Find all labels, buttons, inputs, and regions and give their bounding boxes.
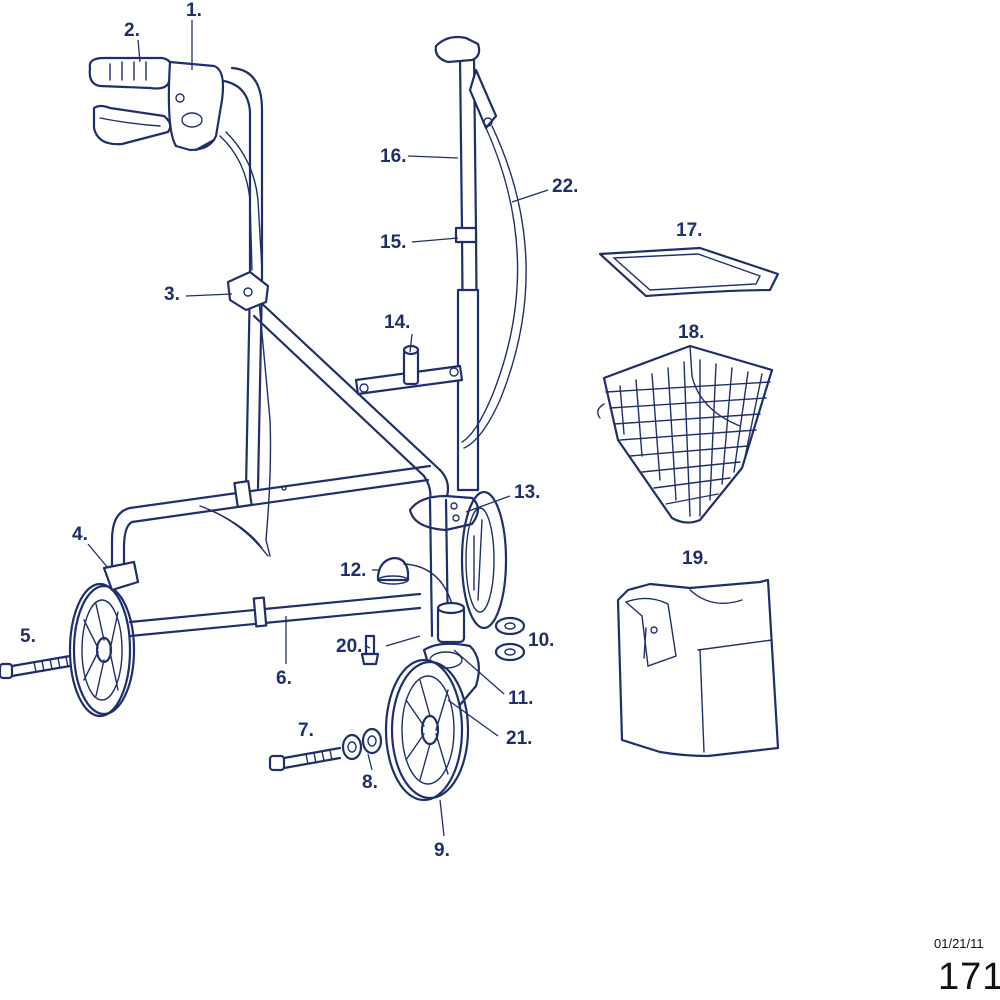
tray-part: [598, 246, 780, 298]
front-axle-bolt: [268, 727, 383, 772]
label-part-19: 19.: [682, 548, 708, 569]
label-part-9: 9.: [434, 840, 450, 861]
label-part-21: 21.: [506, 728, 532, 749]
label-part-18: 18.: [678, 322, 704, 343]
label-part-4: 4.: [72, 524, 88, 545]
cap-part: [376, 556, 453, 605]
label-part-22: 22.: [552, 176, 578, 197]
front-post: [434, 35, 498, 492]
front-right-wheel: [460, 490, 508, 630]
bearings: [494, 616, 526, 662]
label-part-17: 17.: [676, 220, 702, 241]
label-part-6: 6.: [276, 668, 292, 689]
bag-part: [616, 578, 780, 758]
label-part-20: 20.: [336, 636, 362, 657]
basket-part: [597, 344, 774, 524]
label-part-2: 2.: [124, 20, 140, 41]
label-part-12: 12.: [340, 560, 366, 581]
clamp-part: [226, 270, 270, 312]
label-part-3: 3.: [164, 284, 180, 305]
rear-wheel: [68, 560, 140, 718]
page-number: 171: [938, 956, 1000, 998]
label-part-16: 16.: [380, 146, 406, 167]
front-fork: [422, 601, 481, 714]
rear-axle-bolt: [0, 654, 72, 680]
label-part-15: 15.: [380, 232, 406, 253]
label-part-13: 13.: [514, 482, 540, 503]
cross-bar: [354, 344, 464, 396]
head-clamp: [408, 494, 480, 532]
revision-date: 01/21/11: [934, 936, 984, 951]
label-part-8: 8.: [362, 772, 378, 793]
screw-part: [360, 634, 380, 666]
front-wheel: [384, 658, 470, 802]
label-part-11: 11.: [508, 688, 533, 709]
label-part-14: 14.: [384, 312, 410, 333]
walker-frame: [110, 66, 450, 638]
handle-assembly: [88, 56, 225, 152]
leader-lines: [87, 20, 549, 837]
label-part-7: 7.: [298, 720, 314, 741]
label-part-5: 5.: [20, 626, 36, 647]
part-labels: 1. 2. 3. 4. 5. 6. 7. 8. 9. 10. 11. 12. 1…: [20, 0, 708, 861]
label-part-1: 1.: [186, 0, 202, 21]
label-part-10: 10.: [528, 630, 554, 651]
